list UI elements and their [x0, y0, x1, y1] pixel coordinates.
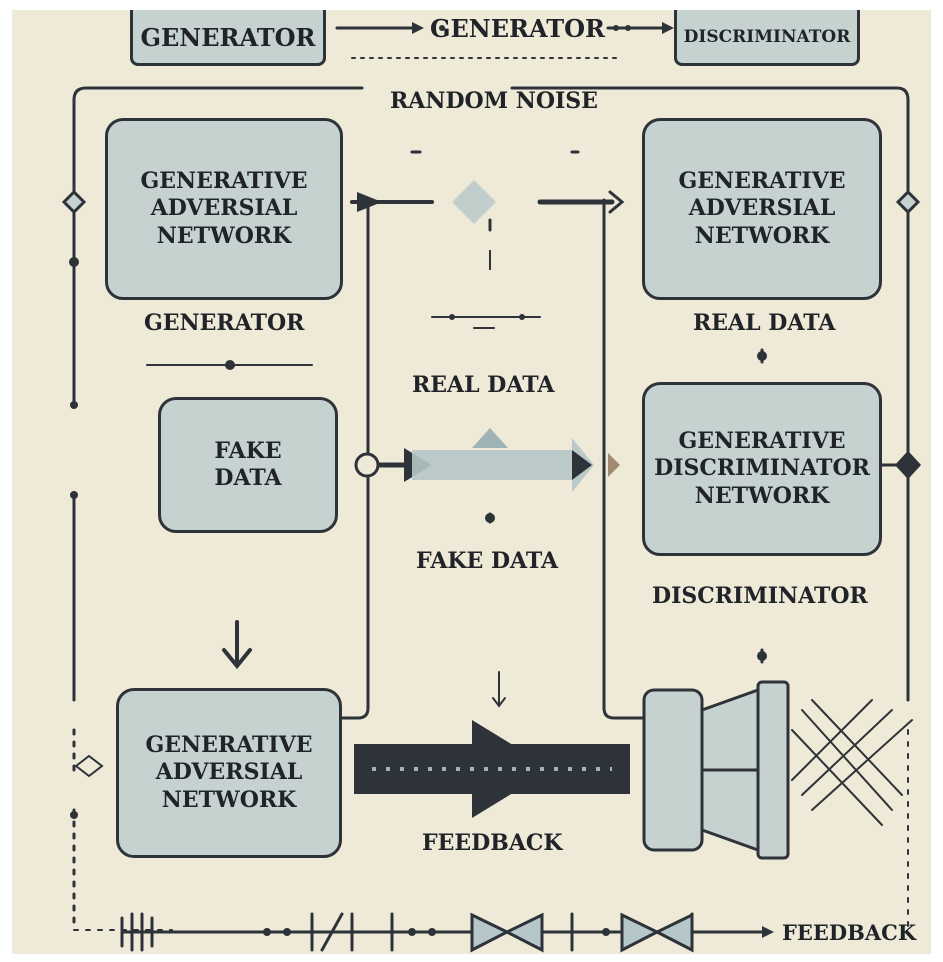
bowtie-1-left	[470, 912, 511, 953]
gan-top-right-line-1: GENERATIVE	[678, 167, 846, 194]
top-discriminator-box-label: DISCRIMINATOR	[683, 27, 851, 48]
feedback-bottom-label: FEEDBACK	[782, 920, 917, 945]
gan-top-left-box: GENERATIVE ADVERSIAL NETWORK	[105, 118, 343, 300]
fake-data-center-label: FAKE DATA	[416, 548, 559, 574]
right-outer-loop	[510, 86, 910, 702]
discriminator-network-line-1: GENERATIVE	[678, 427, 846, 454]
bowtie-2-left	[620, 912, 661, 953]
generator-label: GENERATOR	[144, 310, 305, 336]
left-diamond-marker	[61, 189, 87, 215]
gan-top-right-line-3: NETWORK	[694, 222, 830, 249]
fake-data-box: FAKE DATA	[158, 397, 338, 533]
gan-top-left-line-1: GENERATIVE	[140, 167, 308, 194]
noise-bowtie	[452, 180, 496, 224]
connector-lines	[61, 22, 922, 953]
right-diamond-marker	[895, 189, 921, 215]
left-outer-loop	[72, 86, 364, 407]
gan-bottom-left-line-1: GENERATIVE	[145, 731, 313, 758]
center-right-vertical	[602, 198, 646, 720]
gan-bottom-left-line-3: NETWORK	[161, 786, 297, 813]
top-generator-box-label: GENERATOR	[140, 23, 316, 52]
left-hollow-diamond	[74, 754, 104, 778]
discriminator-label: DISCRIMINATOR	[652, 583, 868, 609]
fake-data-line-1: FAKE	[214, 437, 282, 464]
feedback-arrow	[354, 720, 630, 818]
random-noise-label: RANDOM NOISE	[390, 88, 598, 114]
gan-top-left-line-2: ADVERSIAL	[150, 195, 298, 222]
gan-bottom-left-box: GENERATIVE ADVERSIAL NETWORK	[116, 688, 342, 858]
real-data-right-label: REAL DATA	[693, 310, 836, 336]
gan-top-left-line-3: NETWORK	[156, 222, 292, 249]
top-discriminator-box: DISCRIMINATOR	[674, 10, 860, 66]
top-arrow-head	[412, 22, 424, 34]
left-loop-dot	[69, 257, 79, 267]
output-block	[642, 680, 790, 860]
feedback-center-label: FEEDBACK	[422, 830, 563, 856]
discriminator-network-box: GENERATIVE DISCRIMINATOR NETWORK	[642, 382, 882, 556]
diagram-canvas: GENERATOR GENERATOR DISCRIMINATOR RANDOM…	[12, 10, 931, 954]
fake-data-line-2: DATA	[214, 465, 282, 491]
gan-bottom-left-line-2: ADVERSIAL	[155, 759, 303, 786]
gan-top-right-box: GENERATIVE ADVERSIAL NETWORK	[642, 118, 882, 300]
top-generator-box: GENERATOR	[130, 10, 326, 66]
top-generator-label: GENERATOR	[430, 14, 605, 43]
real-data-light-arrow	[412, 438, 594, 492]
fake-data-node	[354, 452, 380, 478]
right-solid-diamond	[894, 450, 922, 480]
real-data-center-label: REAL DATA	[412, 372, 555, 398]
discriminator-network-line-2: DISCRIMINATOR	[654, 455, 870, 482]
center-left-vertical	[340, 198, 370, 720]
gan-top-right-line-2: ADVERSIAL	[688, 195, 836, 222]
discriminator-network-line-3: NETWORK	[694, 482, 830, 509]
